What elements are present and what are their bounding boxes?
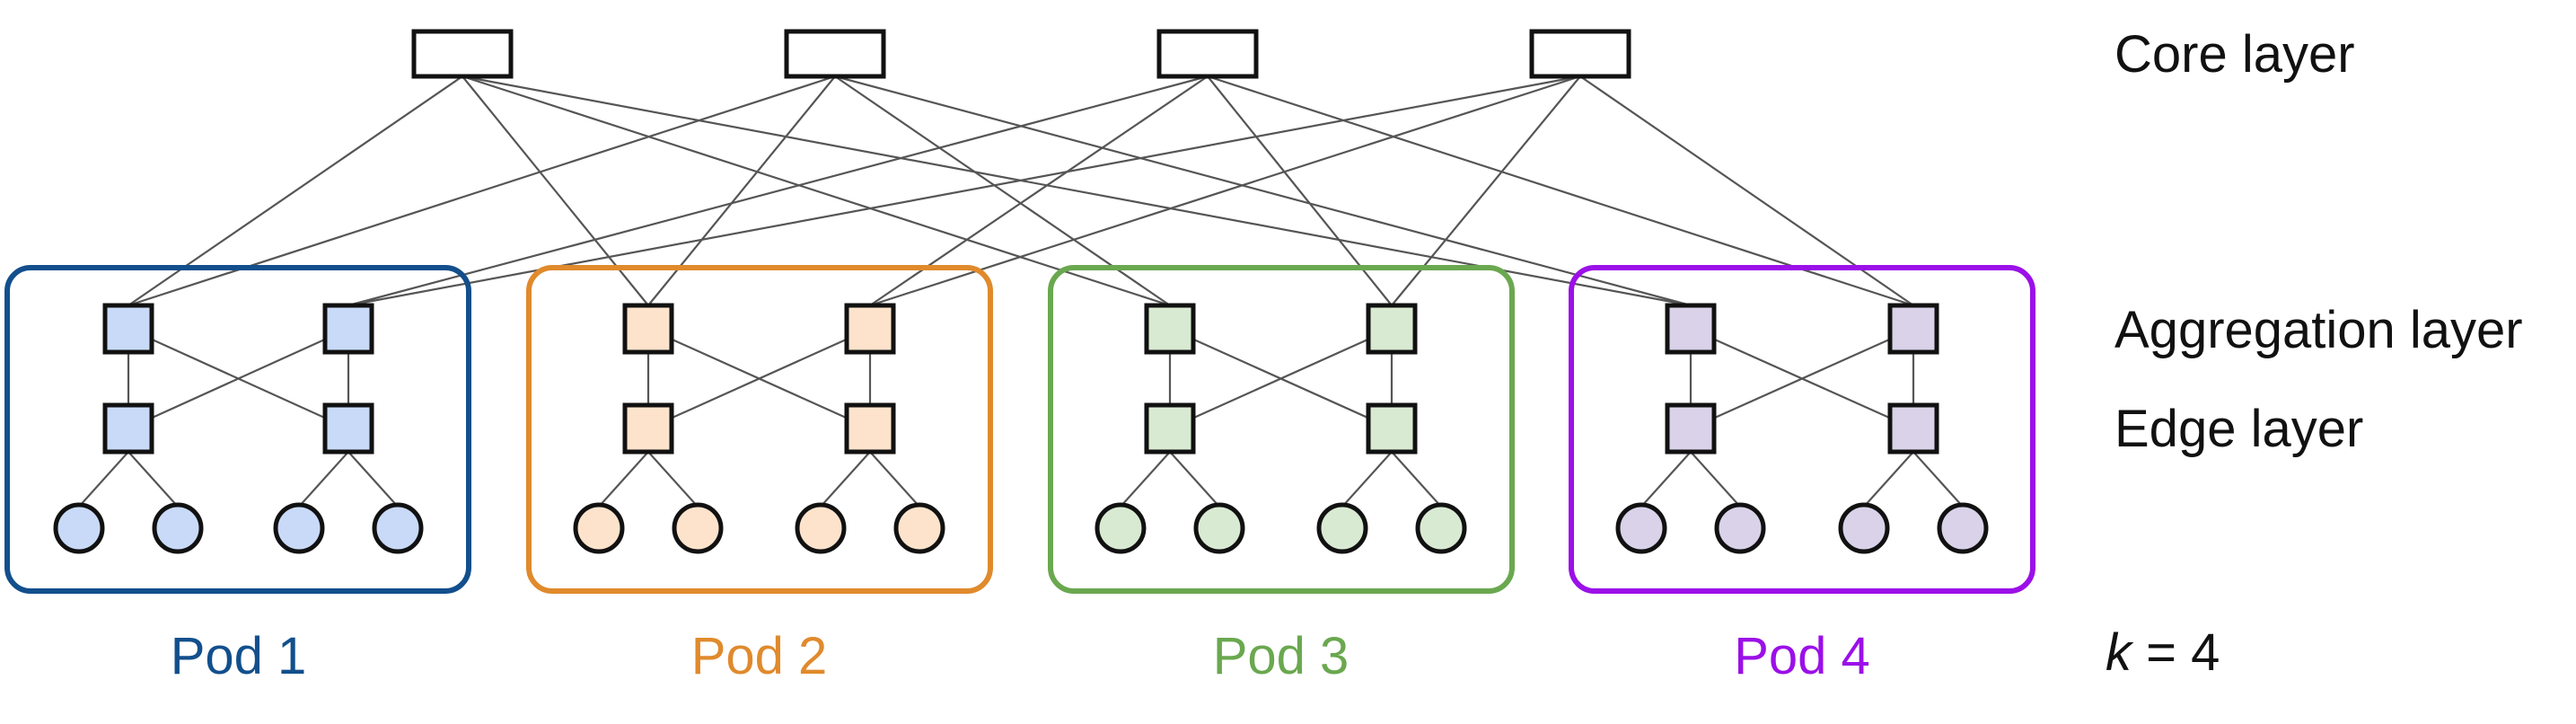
aggregation-switch xyxy=(844,303,896,355)
pod-label: Pod 3 xyxy=(1213,627,1350,685)
core-agg-link xyxy=(462,75,1171,307)
core-agg-link xyxy=(462,75,649,306)
host xyxy=(672,502,724,554)
edge-host-link xyxy=(78,451,129,508)
edge-switch xyxy=(102,402,154,455)
agg-edge-link xyxy=(647,327,871,430)
host xyxy=(1193,502,1245,554)
k-value: = 4 xyxy=(2132,623,2220,682)
agg-edge-link xyxy=(1169,327,1393,430)
pod-label: Pod 4 xyxy=(1734,627,1870,685)
core-switch xyxy=(784,29,886,79)
core-agg-link xyxy=(127,75,836,307)
edge-host-link xyxy=(1391,451,1442,508)
edge-host-link xyxy=(820,451,871,508)
edge-switch xyxy=(622,402,674,455)
edge-host-link xyxy=(647,451,699,508)
core-layer xyxy=(411,29,1631,79)
pod-boundary xyxy=(4,265,471,594)
core-agg-link xyxy=(1391,75,1581,306)
core-agg-link xyxy=(647,75,836,306)
aggregation-switch xyxy=(1665,303,1717,355)
host xyxy=(372,502,424,554)
core-agg-link xyxy=(127,75,463,306)
edge-host-link xyxy=(1690,451,1741,508)
aggregation-switch xyxy=(102,303,154,355)
pod-label: Pod 1 xyxy=(171,627,307,685)
k-symbol: k xyxy=(2106,623,2134,682)
core-agg-link xyxy=(1207,75,1393,306)
aggregation-switch xyxy=(322,303,374,355)
edge-host-link xyxy=(598,451,649,508)
pod-boundary xyxy=(1048,265,1515,594)
pods: Pod 1 Pod 2 Pod 3 Pod 4 xyxy=(4,265,2035,685)
host xyxy=(573,502,625,554)
core-agg-link xyxy=(1579,75,1914,306)
edge-host-link xyxy=(1863,451,1914,508)
edge-host-link xyxy=(347,451,399,508)
core-agg-link xyxy=(834,75,1171,306)
edge-host-link xyxy=(1640,451,1692,508)
edge-host-link xyxy=(298,451,349,508)
host xyxy=(1937,502,1989,554)
host xyxy=(273,502,325,554)
k-parameter-label: k = 4 xyxy=(2106,623,2220,682)
core-layer-label: Core layer xyxy=(2114,25,2355,84)
host xyxy=(1095,502,1147,554)
core-agg-link xyxy=(869,75,1581,307)
host xyxy=(1714,502,1766,554)
edge-host-link xyxy=(1341,451,1393,508)
pod-boundary xyxy=(1569,265,2035,594)
edge-host-link xyxy=(1912,451,1964,508)
core-agg-link xyxy=(347,75,1209,307)
aggregation-switch xyxy=(1887,303,1939,355)
edge-switch xyxy=(1144,402,1196,455)
host xyxy=(152,502,204,554)
aggregation-layer-label: Aggregation layer xyxy=(2114,301,2523,359)
host xyxy=(1838,502,1890,554)
edge-switch xyxy=(1366,402,1418,455)
host xyxy=(795,502,847,554)
aggregation-switch xyxy=(1144,303,1196,355)
pod-label: Pod 2 xyxy=(691,627,828,685)
core-switch xyxy=(1156,29,1259,79)
core-switch xyxy=(411,29,514,79)
aggregation-switch xyxy=(1366,303,1418,355)
agg-edge-link xyxy=(127,327,349,430)
pod-boundary xyxy=(526,265,993,594)
agg-edge-link xyxy=(1690,327,1914,430)
host xyxy=(53,502,105,554)
edge-switch xyxy=(844,402,896,455)
core-agg-link xyxy=(834,75,1692,307)
edge-layer-label: Edge layer xyxy=(2114,400,2363,458)
host xyxy=(1316,502,1368,554)
host xyxy=(1415,502,1467,554)
edge-host-link xyxy=(127,451,179,508)
edge-host-link xyxy=(1120,451,1171,508)
edge-switch xyxy=(1887,402,1939,455)
core-switch xyxy=(1529,29,1631,79)
edge-host-link xyxy=(1169,451,1220,508)
host xyxy=(1615,502,1667,554)
aggregation-switch xyxy=(622,303,674,355)
edge-switch xyxy=(1665,402,1717,455)
edge-switch xyxy=(322,402,374,455)
edge-host-link xyxy=(869,451,920,508)
core-agg-link xyxy=(869,75,1209,306)
host xyxy=(893,502,945,554)
